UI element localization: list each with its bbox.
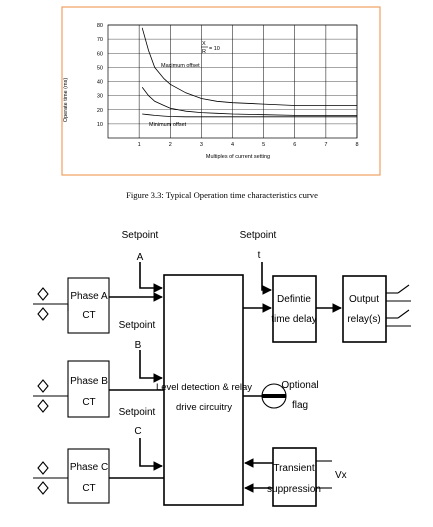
- x-tick-label: 1: [138, 142, 141, 148]
- output-relay-label-2: relay(s): [347, 314, 380, 325]
- setpoint-b-label: Setpoint: [119, 320, 156, 331]
- y-tick-label: 50: [97, 65, 103, 71]
- max-offset-label: Maximum offset: [161, 63, 200, 69]
- y-tick-label: 10: [97, 122, 103, 128]
- x-axis-label: Multiples of current setting: [206, 154, 270, 160]
- definite-time-box: [272, 275, 317, 343]
- phase-c-label: Phase C: [70, 462, 108, 473]
- vx-label: Vx: [335, 470, 347, 481]
- flag-bar: [262, 394, 286, 398]
- definite-time-label-2: time delay: [271, 314, 317, 325]
- figure-caption: Figure 3.3: Typical Operation time chara…: [126, 190, 318, 200]
- ct-symbol-b: [33, 379, 68, 413]
- series-line-0: [141, 27, 357, 106]
- setpoint-t-label: Setpoint: [240, 230, 277, 241]
- setpoint-a-label: Setpoint: [122, 230, 159, 241]
- setpoint-t-letter: t: [258, 250, 261, 261]
- y-tick-label: 40: [97, 80, 103, 86]
- setpoint-c-letter: C: [134, 426, 141, 437]
- optional-flag-label-2: flag: [292, 400, 308, 411]
- phase-b-ct: CT: [82, 397, 95, 408]
- phase-a-ct: CT: [82, 310, 95, 321]
- output-relay-box: [342, 275, 387, 343]
- setpoint-a-letter: A: [137, 252, 144, 263]
- transient-label: Transient: [273, 463, 315, 474]
- diagram-labels: Setpoint A Setpoint B Setpoint C Setpoin…: [70, 230, 381, 495]
- min-offset-label: Minimum offset: [149, 122, 187, 128]
- setpoint-c-arrow: [139, 438, 163, 471]
- ct-symbol-c: [33, 461, 68, 495]
- setpoint-a-arrow: [139, 262, 163, 293]
- x-tick-label: 7: [324, 142, 327, 148]
- setpoint-c-label: Setpoint: [119, 407, 156, 418]
- x-tick-label: 2: [169, 142, 172, 148]
- y-axis-label: Operate time (ms): [63, 78, 69, 122]
- transient-box: [272, 447, 317, 507]
- setpoint-b-letter: B: [135, 340, 142, 351]
- y-tick-label: 70: [97, 37, 103, 43]
- phase-a-label: Phase A: [70, 291, 108, 302]
- level-detection-label-2: drive circuitry: [176, 402, 232, 413]
- x-tick-label: 4: [231, 142, 234, 148]
- operation-time-chart: 1 2 3 4 5 6 7 8 10 20 30 40 50 60 70 80 Operate time (m…: [63, 23, 359, 160]
- series-line-2: [142, 113, 357, 118]
- x-tick-label: 5: [262, 142, 265, 148]
- chart-frame: [61, 6, 381, 176]
- phase-b-label: Phase B: [70, 376, 108, 387]
- phase-b-box: [67, 360, 110, 418]
- output-relay-label: Output: [349, 294, 379, 305]
- phase-c-ct: CT: [82, 483, 95, 494]
- definite-time-label: Defintie: [277, 294, 311, 305]
- y-tick-label: 80: [97, 23, 103, 29]
- series-line-1: [141, 86, 357, 116]
- setpoint-t-arrow: [261, 262, 272, 295]
- ratio-r-label: R: [202, 49, 206, 55]
- chart-series: [141, 27, 357, 118]
- setpoint-b-arrow: [139, 350, 163, 383]
- x-tick-label: 3: [200, 142, 203, 148]
- x-tick-label: 6: [293, 142, 296, 148]
- optional-flag-label: Optional: [281, 380, 318, 391]
- ct-symbol-a: [33, 287, 69, 321]
- level-detection-label: Level detection & relay: [156, 382, 252, 393]
- phase-a-box: [67, 277, 110, 334]
- y-tick-label: 60: [97, 51, 103, 57]
- x-tick-label: 8: [355, 142, 358, 148]
- chart-tick-labels: 1 2 3 4 5 6 7 8 10 20 30 40 50 60 70 80: [97, 23, 359, 148]
- y-tick-label: 20: [97, 108, 103, 114]
- relay-contacts: [386, 284, 411, 327]
- chart-grid: [107, 24, 358, 139]
- transient-label-2: suppression: [267, 484, 321, 495]
- ratio-x-label: X: [202, 41, 206, 47]
- y-tick-label: 30: [97, 94, 103, 100]
- phase-c-box: [67, 448, 110, 504]
- block-diagram: [33, 262, 411, 507]
- ratio-value-label: = 10: [209, 46, 220, 52]
